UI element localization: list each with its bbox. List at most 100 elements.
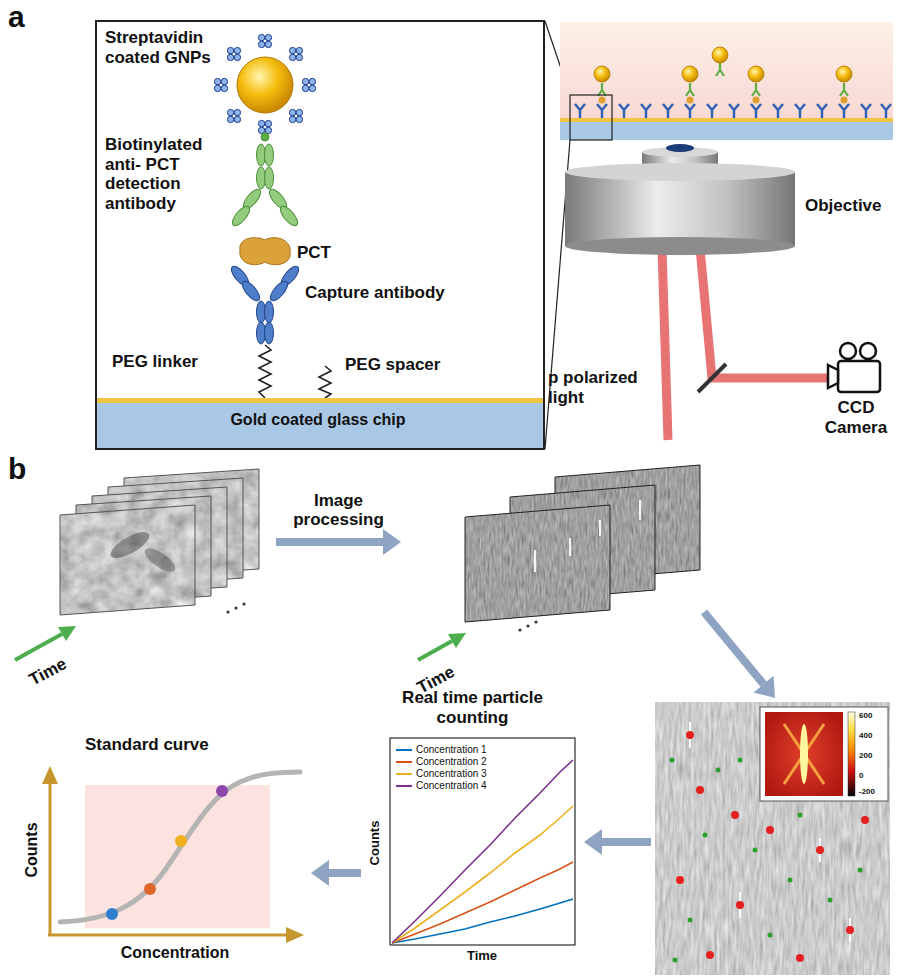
time-arrow [15,626,466,660]
sensor-surface-part-part [836,66,852,82]
sensor-surface-part-part [753,97,760,104]
time-arrow-part [58,626,76,641]
particle-image-part-part [673,958,678,963]
processed-image-frames-part [465,505,610,622]
flow-arrow [276,529,401,555]
standard-curve-panel: Standard curveCountsConcentration [15,733,307,975]
counting-chart-part-part [392,760,573,943]
colorbar-tick: 400 [859,731,889,740]
standard-curve-plot [42,766,304,943]
particle-image-part [765,712,843,796]
counting-chart-part [392,760,573,943]
counting-chart [390,738,575,945]
raw-frames-group: Time [20,462,272,698]
raw-image-frames-part [226,602,245,613]
capture-antibody-part [265,322,274,344]
axis-label: Time [467,949,497,964]
particle-image-part-part [796,954,804,962]
particle-image-part [655,702,890,975]
raw-image-frames-part-part [242,602,245,605]
axis-label: Counts [368,821,383,866]
capture-antibody-part [239,279,262,304]
ccd-camera-icon-part [860,343,876,359]
particle-image-part-part [670,758,675,763]
standard-curve-plot-part-part [42,766,58,784]
sensor-surface-part [599,97,848,104]
processed-image-frames-part [535,500,640,572]
particle-image-part-part [676,876,684,884]
legend-row: Concentration 3 [396,768,487,780]
streptavidin-symbol-part [214,78,227,91]
mirror [698,364,726,392]
particle-image-part-part [731,811,739,819]
sensor-surface-part-part [594,66,610,82]
gold-nanoparticle [237,57,293,113]
detection-antibody [229,133,300,228]
capture-antibody [228,264,301,344]
counting-chart-part-part [392,806,573,943]
raw-image-frames-part-part [226,610,229,613]
counting-chart-part [390,738,575,945]
legend-swatch [396,773,412,775]
streptavidin-symbol-part [258,120,271,133]
particle-image-part-part [768,933,773,938]
processed-image-frames-part-part [534,620,537,623]
detection-antibody-part [265,167,274,189]
standard-curve-plot-part-part [286,927,304,943]
part-label: CCD Camera [820,398,892,437]
particle-image-part [848,712,855,796]
gold-nanoparticle-part [237,57,293,113]
sensor-surface-part [594,47,852,82]
processed-image-frames-part-part [569,538,571,556]
legend-row: Concentration 4 [396,780,487,792]
processed-frames-group: Time [405,462,700,698]
standard-curve-plot-part-part [49,782,52,936]
time-arrow-part [418,641,452,660]
particle-image-part-part [736,901,744,909]
legend-swatch [396,749,412,751]
streptavidin-symbol-part [258,34,271,47]
particle-image-part-part [858,868,863,873]
mirror-part [698,364,726,392]
processed-image-frames-part-part [599,520,601,536]
raw-image-frames-part [60,505,195,615]
counting-chart-panel: Real time particle countingCountsTime [365,688,580,975]
sensor-surface-part [560,122,893,140]
objective-lens-part [565,163,795,181]
particle-image-part-part [861,816,869,824]
part-label: Objective [805,196,893,216]
standard-curve-plot-part [85,785,270,928]
raw-image-frames-part-part [234,606,237,609]
legend-text: Concentration 4 [416,780,487,791]
particle-image-part-part [686,731,694,739]
processed-image-frames-part [518,620,537,631]
chip-label: Gold coated glass chip [95,411,541,429]
particle-image-part-part [766,826,774,834]
ccd-camera-icon-part [838,361,880,392]
streptavidin-symbol-part [289,109,302,122]
molecule-label: PEG spacer [345,355,485,375]
panel-letter: a [8,0,38,35]
legend-text: Concentration 1 [416,744,487,755]
edge-label: Image processing [284,491,394,530]
arrow-shaft [704,612,764,684]
chart-legend: Concentration 1Concentration 2Concentrat… [396,744,487,792]
particle-image-part-part [753,848,758,853]
inset-box: Streptavidin coated GNPsBiotinylated ant… [95,20,545,450]
axis-label: Counts [23,822,41,877]
raw-image-frames-part [107,527,153,563]
peg-spring-part [259,345,271,398]
particle-image-part-part [688,918,693,923]
streptavidin-symbol-part [227,109,240,122]
panel-letter: b [8,452,38,487]
processed-image-frames-part-part [518,628,521,631]
standard-curve-plot-part [42,766,304,943]
panel-title: Real time particle counting [385,688,560,727]
standard-curve-plot-part [216,785,228,797]
sensor-surface-part-part [712,47,728,63]
raw-image-frames [60,469,259,615]
peg-spring [259,345,331,398]
streptavidin-symbol-part [227,47,240,60]
particle-image-part-part [706,951,714,959]
